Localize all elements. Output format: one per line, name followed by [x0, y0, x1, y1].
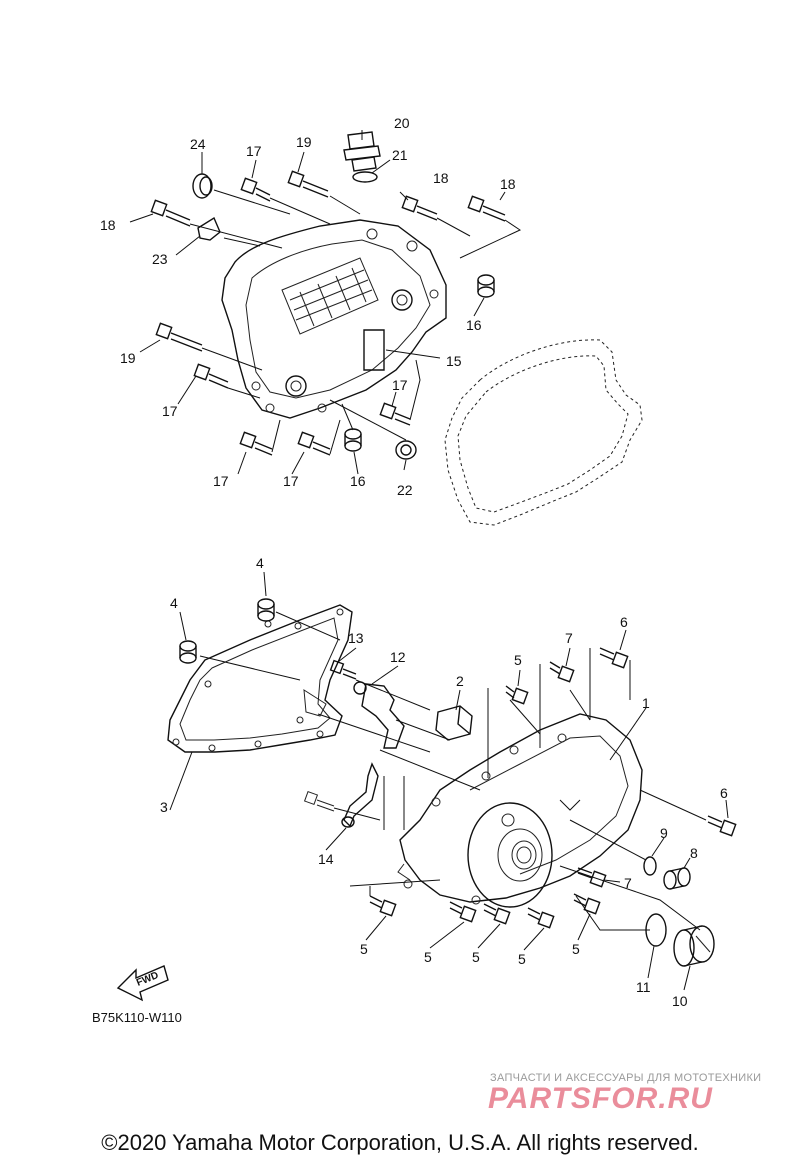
bolt-5-a [369, 895, 397, 917]
callout-4: 4 [170, 595, 178, 611]
callout-21: 21 [392, 147, 408, 163]
callout-18: 18 [100, 217, 116, 233]
callout-5: 5 [424, 949, 432, 965]
callout-22: 22 [397, 482, 413, 498]
crankcase-cover-1 [399, 713, 643, 903]
lower-cover-assembly: 4 4 13 12 2 5 7 6 1 3 6 9 8 14 7 5 5 5 5… [160, 555, 737, 1009]
callout-24: 24 [190, 136, 206, 152]
bolt-6-right [707, 815, 737, 837]
bolt-17 [240, 177, 271, 202]
callout-4: 4 [256, 555, 264, 571]
callout-20: 20 [394, 115, 410, 131]
bracket-14 [341, 762, 379, 828]
watermark-logo: PARTSFOR.RU [488, 1082, 713, 1115]
bolt-17-left [193, 363, 229, 389]
callout-9: 9 [660, 825, 668, 841]
cover-grille [281, 257, 379, 335]
bolt-14-screw [303, 790, 335, 812]
upper-cover-assembly: 20 21 24 17 19 18 18 18 23 16 19 15 17 1… [100, 115, 643, 526]
dowel-4-upper [257, 598, 275, 622]
callout-12: 12 [390, 649, 406, 665]
o-ring-9 [643, 856, 657, 876]
callout-5: 5 [472, 949, 480, 965]
fwd-arrow: FWD [116, 965, 169, 1002]
callout-11: 11 [636, 979, 651, 995]
callout-17: 17 [213, 473, 229, 489]
bracket-12 [353, 681, 405, 749]
callout-16: 16 [466, 317, 482, 333]
bolt-17-right [379, 402, 411, 426]
bolt-13 [329, 659, 357, 680]
fwd-label: FWD [135, 970, 160, 989]
callout-17: 17 [283, 473, 299, 489]
watermark-tagline: ЗАПЧАСТИ И АКСЕССУАРЫ ДЛЯ МОТОТЕХНИКИ [490, 1072, 762, 1084]
callout-17: 17 [392, 377, 408, 393]
callout-8: 8 [690, 845, 698, 861]
callout-18: 18 [433, 170, 449, 186]
callout-14: 14 [318, 851, 334, 867]
gasket-3 [167, 604, 353, 753]
upper-gasket [444, 339, 643, 526]
bolt-18-right [467, 195, 506, 222]
bolt-18-left [150, 199, 191, 227]
bolt-18-mid [401, 195, 438, 221]
bolt-19-lower [155, 322, 203, 352]
copyright-footer: ©2020 Yamaha Motor Corporation, U.S.A. A… [101, 1130, 699, 1155]
plug-8 [663, 867, 691, 890]
callout-7: 7 [565, 630, 573, 646]
callout-17: 17 [162, 403, 178, 419]
callout-10: 10 [672, 993, 688, 1009]
sensor-2 [435, 705, 473, 741]
callout-17: 17 [246, 143, 262, 159]
callout-19: 19 [296, 134, 312, 150]
crankcase-cover-15 [221, 219, 447, 419]
diagram-code: B75K110-W110 [92, 1010, 182, 1025]
bolt-17-bottom-a [239, 431, 273, 456]
oil-filler-plug-20 [343, 131, 381, 172]
bolt-5-d [527, 907, 555, 929]
bolt-5-c [483, 903, 511, 925]
bolt-5-e [573, 893, 601, 915]
oil-seal-24 [192, 173, 213, 199]
callout-5: 5 [572, 941, 580, 957]
callout-1: 1 [642, 695, 650, 711]
callout-7: 7 [624, 875, 632, 891]
bolt-19 [287, 170, 329, 198]
bolt-5-b [449, 901, 477, 923]
callout-16: 16 [350, 473, 366, 489]
o-ring-21 [352, 171, 378, 183]
dowel-16-lower [344, 428, 362, 452]
callout-6: 6 [620, 614, 628, 630]
callout-2: 2 [456, 673, 464, 689]
bolt-5-top [505, 685, 529, 705]
callout-19: 19 [120, 350, 136, 366]
callout-13: 13 [348, 630, 364, 646]
callout-23: 23 [152, 251, 168, 267]
oil-seal-22 [395, 440, 417, 460]
callout-18: 18 [500, 176, 516, 192]
callout-5: 5 [518, 951, 526, 967]
bolt-7-top [549, 661, 575, 683]
dowel-4-lower [179, 640, 197, 664]
bolt-6-top [599, 647, 629, 669]
callout-5: 5 [514, 652, 522, 668]
dowel-16-upper [477, 274, 495, 298]
callout-6: 6 [720, 785, 728, 801]
callout-5: 5 [360, 941, 368, 957]
bolt-17-bottom-b [297, 431, 331, 456]
callout-3: 3 [160, 799, 168, 815]
callout-15: 15 [446, 353, 462, 369]
plug-10 [673, 925, 715, 967]
